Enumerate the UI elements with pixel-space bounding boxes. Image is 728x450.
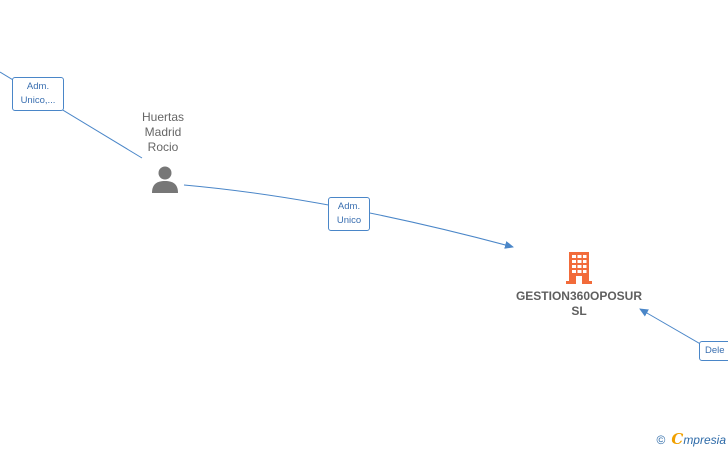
person-name-line: Rocio <box>147 140 179 154</box>
copyright-icon: © <box>656 433 666 447</box>
person-name-line: Huertas <box>141 110 185 124</box>
edge-label-line: Unico <box>336 215 362 226</box>
brand-name: mpresia <box>683 433 726 447</box>
company-name-line: GESTION360OPOSUR <box>515 289 643 303</box>
edge-label-line: Unico,... <box>20 95 56 106</box>
person-name[interactable]: Huertas Madrid Rocio <box>128 110 198 155</box>
edge-label-line: Adm. <box>337 201 361 212</box>
person-name-line: Madrid <box>144 125 182 139</box>
edge-label-line: Dele <box>705 345 725 356</box>
edge-label-line: Adm. <box>26 81 50 92</box>
edge-label-middle[interactable]: Adm. Unico <box>328 197 370 231</box>
brand-initial: C <box>671 430 684 448</box>
brand-logo: © Cmpresia <box>657 430 726 448</box>
building-icon[interactable] <box>563 250 595 284</box>
person-icon[interactable] <box>150 165 180 193</box>
company-name[interactable]: GESTION360OPOSUR SL <box>500 289 658 319</box>
edge-label-top-left[interactable]: Adm. Unico,... <box>12 77 64 111</box>
company-name-line: SL <box>571 304 587 318</box>
edge-label-bottom-right[interactable]: Dele <box>699 341 728 361</box>
